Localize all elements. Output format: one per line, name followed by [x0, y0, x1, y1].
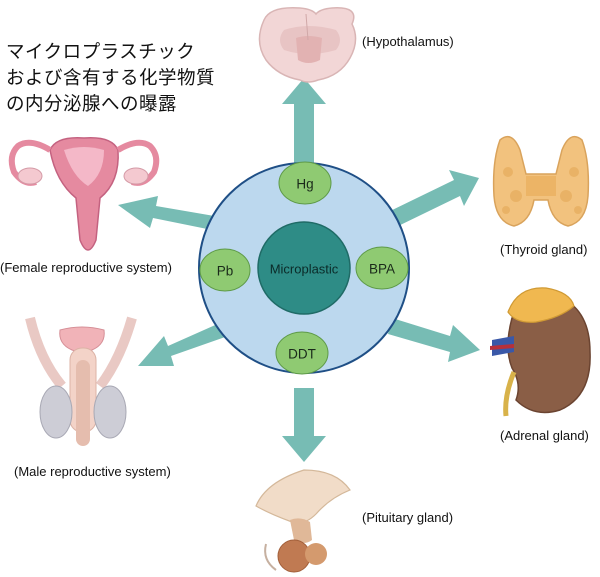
label-hypothalamus: (Hypothalamus) — [362, 34, 454, 49]
label-adrenal: (Adrenal gland) — [500, 428, 589, 443]
node-pb — [199, 248, 251, 292]
arrow-male — [138, 322, 228, 366]
label-female: (Female reproductive system) — [0, 260, 172, 275]
node-bpa — [355, 246, 409, 290]
chemical-label-hg: Hg — [296, 176, 314, 192]
arrow-hypothalamus — [282, 78, 326, 164]
node-hg — [278, 161, 332, 205]
title-line-3: の内分泌腺への曝露 — [6, 94, 178, 115]
chemical-label-pb: Pb — [216, 263, 234, 279]
node-ddt — [275, 331, 329, 375]
arrow-pituitary — [282, 388, 326, 462]
adrenal-illustration — [490, 287, 591, 417]
microplastic-core — [257, 221, 351, 315]
arrow-thyroid — [384, 170, 479, 230]
chemical-label-bpa: BPA — [368, 261, 396, 277]
chemical-label-ddt: DDT — [288, 346, 316, 362]
title-line-1: マイクロプラスチック — [6, 42, 196, 63]
label-pituitary: (Pituitary gland) — [362, 510, 454, 525]
thyroid-illustration — [492, 135, 590, 227]
male-reproductive-illustration — [25, 316, 137, 446]
pituitary-illustration — [255, 469, 351, 573]
arrow-female — [118, 196, 226, 232]
label-male: (Male reproductive system) — [14, 464, 171, 479]
female-reproductive-illustration — [8, 137, 160, 251]
title-line-2: および含有する化学物質 — [6, 68, 216, 89]
microplastic-label: Microplastic — [269, 261, 339, 277]
label-thyroid: (Thyroid gland) — [500, 242, 588, 257]
arrow-adrenal — [388, 318, 480, 362]
hypothalamus-illustration — [258, 7, 357, 83]
